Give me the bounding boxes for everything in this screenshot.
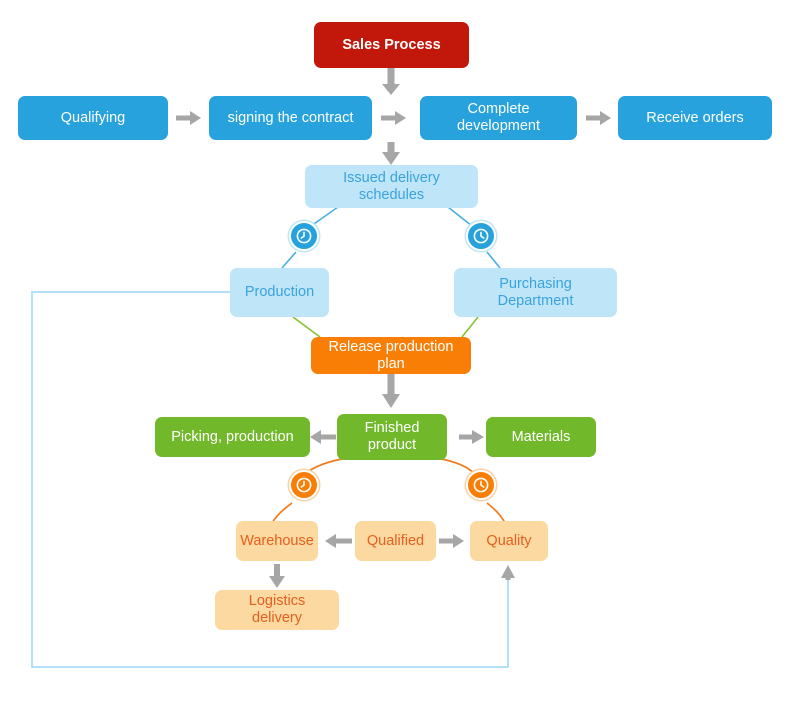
node-quality[interactable]: Quality bbox=[470, 521, 548, 561]
node-logistics-delivery-label: Logistics delivery bbox=[248, 593, 306, 626]
node-materials[interactable]: Materials bbox=[486, 417, 596, 457]
node-warehouse[interactable]: Warehouse bbox=[236, 521, 318, 561]
node-qualified[interactable]: Qualified bbox=[355, 521, 436, 561]
arrow-release-plan-to-finished-product bbox=[382, 374, 400, 408]
badge-clock-right-orange[interactable] bbox=[466, 470, 496, 500]
node-finished-product[interactable]: Finished product bbox=[337, 414, 447, 460]
node-picking-production[interactable]: Picking, production bbox=[155, 417, 310, 457]
arrow-complete-development-to-receive-orders bbox=[586, 111, 611, 125]
arrow-sales-to-complete-development bbox=[382, 68, 400, 95]
node-receive-orders-label: Receive orders bbox=[646, 109, 744, 126]
clock-icon bbox=[473, 228, 489, 244]
node-complete-development-label: Complete development bbox=[456, 101, 541, 134]
connector-production-to-release-plan bbox=[292, 316, 321, 338]
node-release-production-plan[interactable]: Release production plan bbox=[311, 337, 471, 374]
node-qualified-label: Qualified bbox=[366, 532, 425, 549]
node-signing-the-contract-label: signing the contract bbox=[227, 109, 354, 126]
node-purchasing-department-label: Purchasing Department bbox=[497, 275, 574, 309]
clock-icon bbox=[296, 477, 312, 493]
arrow-complete-development-to-issued-schedules bbox=[382, 142, 400, 165]
node-issued-delivery-schedules-label: Issued delivery schedules bbox=[343, 169, 440, 203]
clock-icon bbox=[296, 228, 312, 244]
node-purchasing-department[interactable]: Purchasing Department bbox=[454, 268, 617, 317]
node-qualifying-label: Qualifying bbox=[60, 109, 126, 126]
badge-clock-left-orange[interactable] bbox=[289, 470, 319, 500]
arrow-finished-product-to-materials bbox=[459, 430, 484, 444]
node-release-production-plan-label: Release production plan bbox=[328, 338, 454, 372]
arrow-signing-to-complete-development bbox=[381, 111, 406, 125]
arrow-qualified-to-warehouse bbox=[325, 534, 352, 548]
connector-purchasing-to-release-plan bbox=[461, 316, 479, 338]
arrow-qualifying-to-signing bbox=[176, 111, 201, 125]
node-receive-orders[interactable]: Receive orders bbox=[618, 96, 772, 140]
node-qualifying[interactable]: Qualifying bbox=[18, 96, 168, 140]
node-materials-label: Materials bbox=[511, 428, 571, 445]
badge-clock-left-blue[interactable] bbox=[289, 221, 319, 251]
node-picking-production-label: Picking, production bbox=[171, 428, 294, 445]
badge-clock-right-blue[interactable] bbox=[466, 221, 496, 251]
node-production-label: Production bbox=[244, 284, 315, 301]
node-sales-process[interactable]: Sales Process bbox=[314, 22, 469, 68]
node-sales-process-label: Sales Process bbox=[342, 36, 441, 53]
arrow-qualified-to-quality bbox=[439, 534, 464, 548]
arrow-finished-product-to-picking bbox=[310, 430, 336, 444]
clock-icon bbox=[473, 477, 489, 493]
node-logistics-delivery[interactable]: Logistics delivery bbox=[215, 590, 339, 630]
node-signing-the-contract[interactable]: signing the contract bbox=[209, 96, 372, 140]
arrow-warehouse-to-logistics-delivery bbox=[269, 564, 285, 588]
node-finished-product-label: Finished product bbox=[364, 420, 420, 453]
node-production[interactable]: Production bbox=[230, 268, 329, 317]
node-complete-development[interactable]: Complete development bbox=[420, 96, 577, 140]
node-quality-label: Quality bbox=[486, 532, 532, 549]
node-warehouse-label: Warehouse bbox=[240, 532, 314, 549]
node-issued-delivery-schedules[interactable]: Issued delivery schedules bbox=[305, 165, 478, 208]
